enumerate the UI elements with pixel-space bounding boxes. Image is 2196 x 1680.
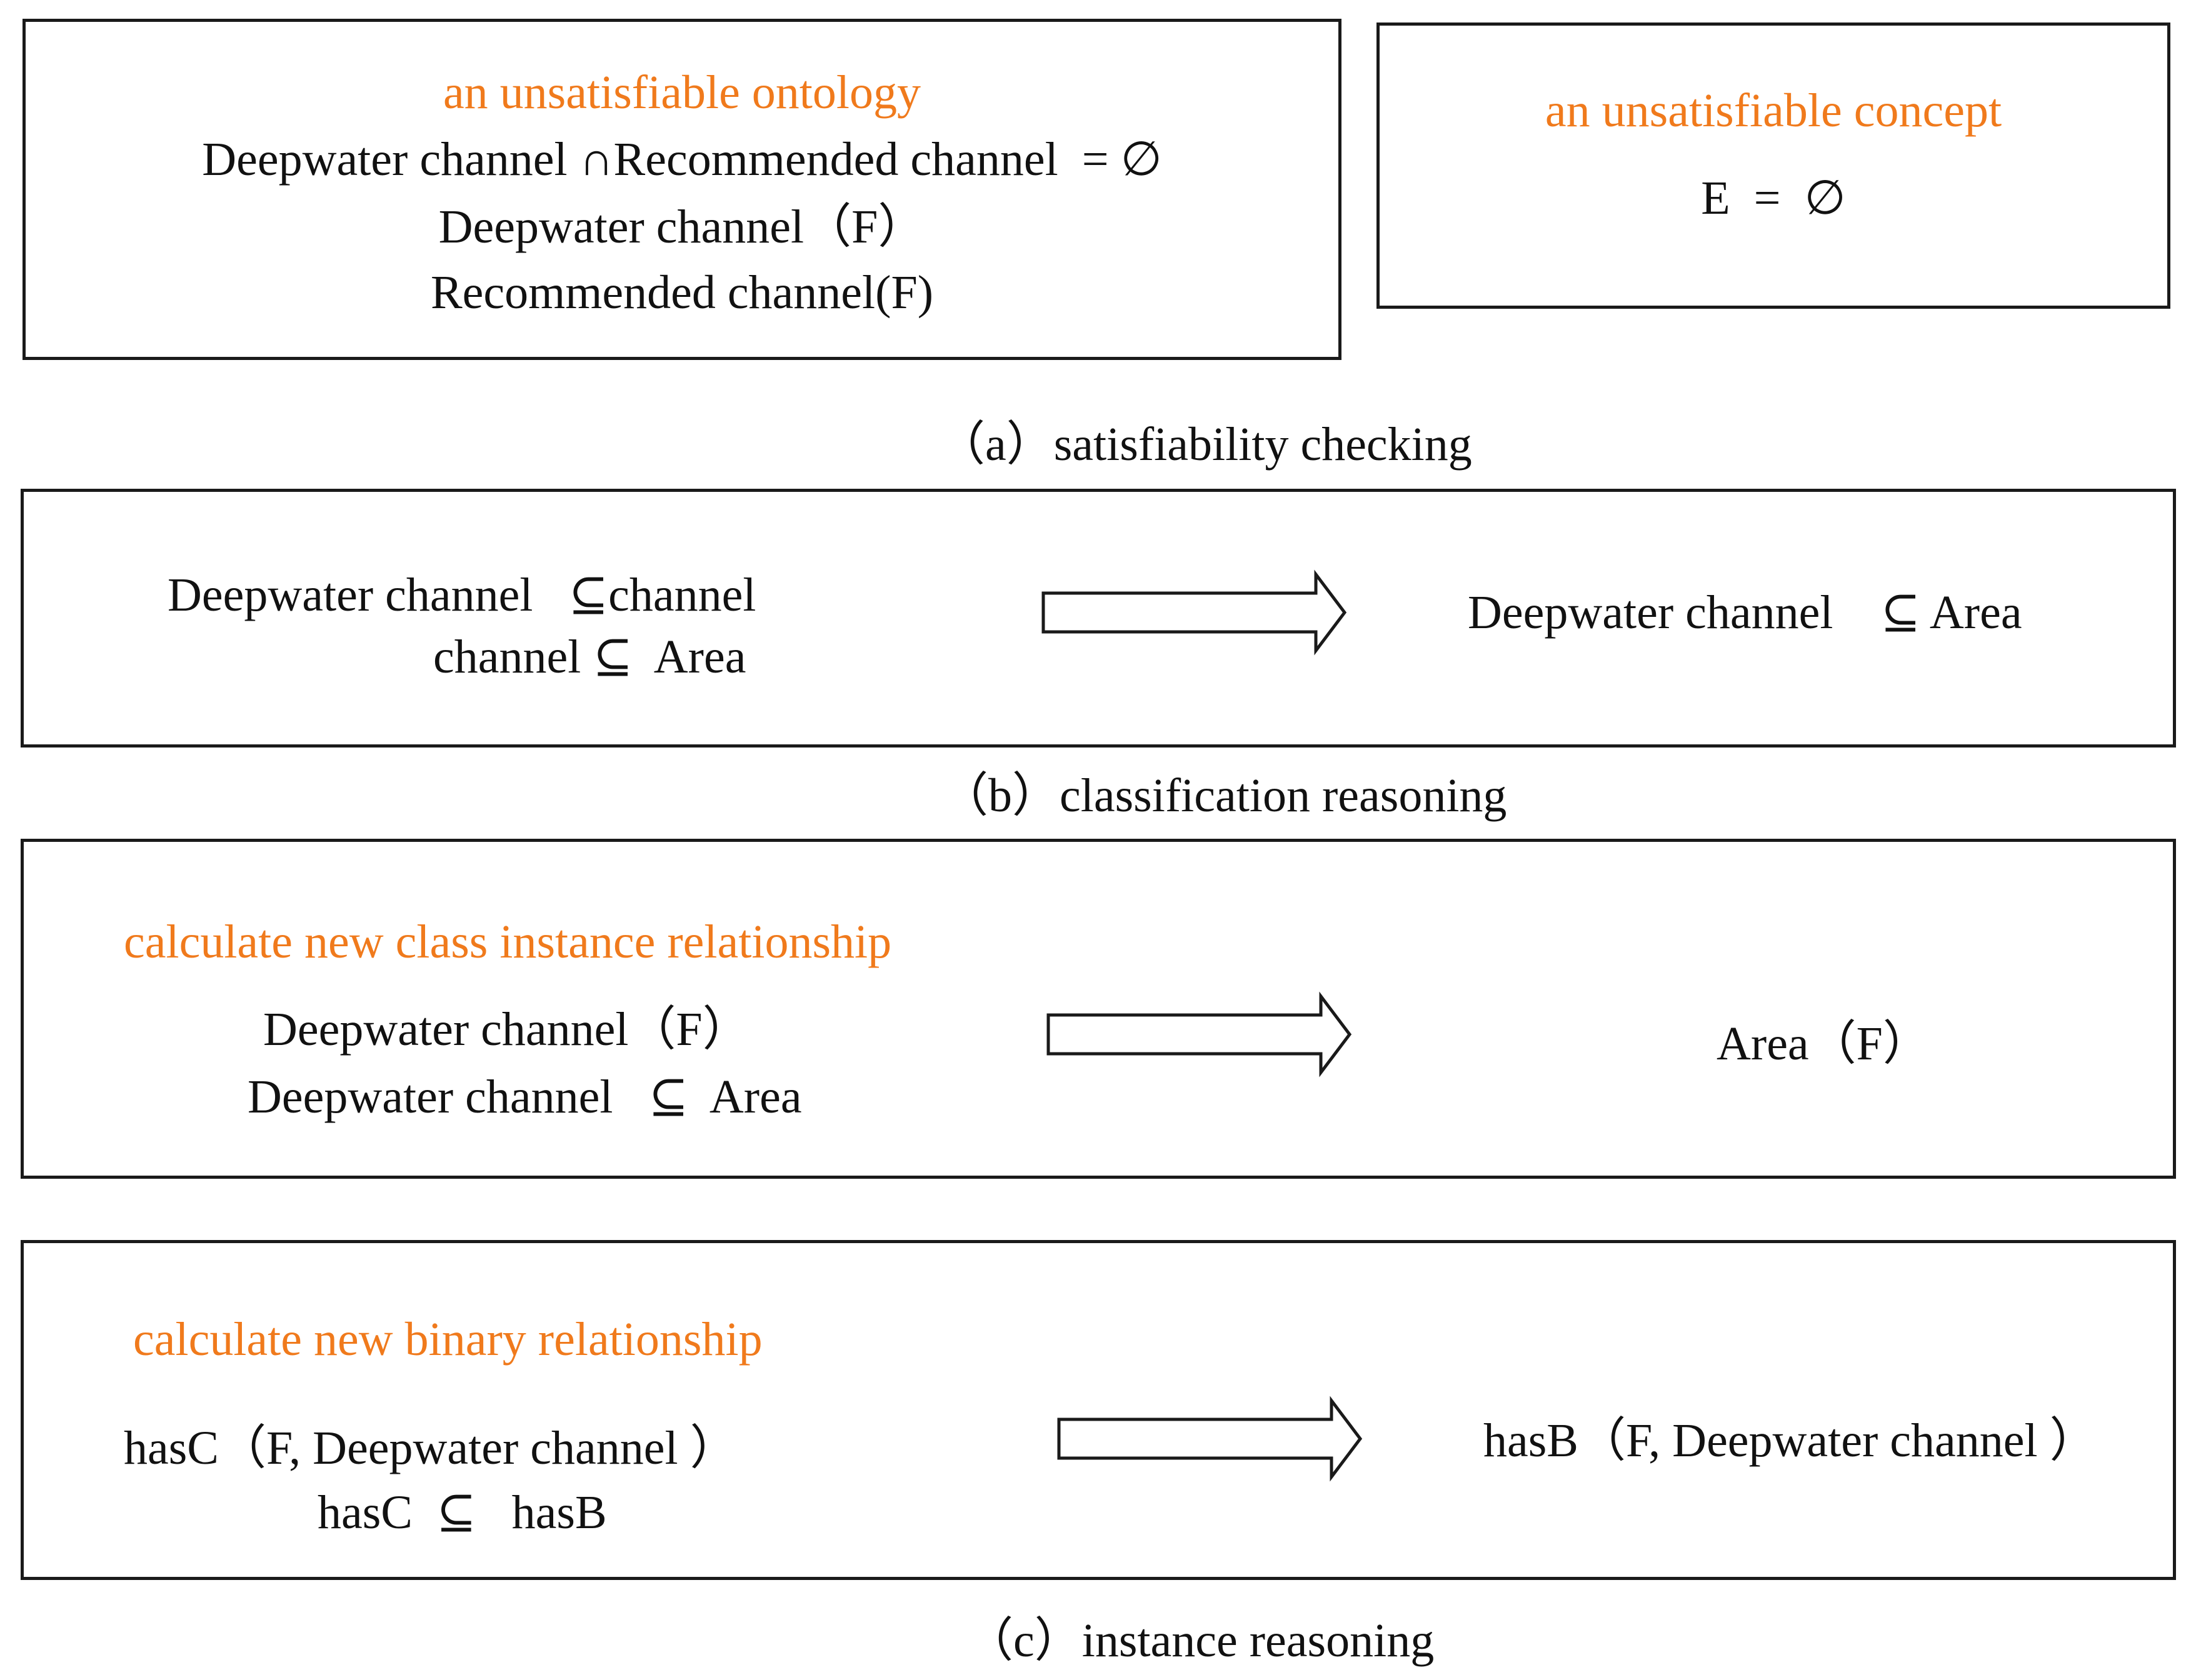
- ontology-line-3: Recommended channel(F): [430, 266, 934, 319]
- binary-relationship-title: calculate new binary relationship: [133, 1313, 763, 1366]
- class-instance-premise-2: Deepwater channel ⊆ Area: [248, 1071, 802, 1123]
- panel-classification-reasoning: Deepwater channel ⊆channel channel ⊆ Are…: [21, 489, 2176, 748]
- classification-conclusion: Deepwater channel ⊆ Area: [1468, 586, 2022, 639]
- ontology-line-1: Deepwater channel ∩Recommended channel =…: [202, 133, 1162, 186]
- ontology-line-2: Deepwater channel（F）: [438, 201, 926, 253]
- class-instance-title: calculate new class instance relationshi…: [124, 916, 892, 968]
- ontology-title: an unsatisfiable ontology: [443, 66, 921, 119]
- inference-arrow-icon: [1041, 569, 1347, 656]
- panel-class-instance-relationship: calculate new class instance relationshi…: [21, 839, 2176, 1179]
- inference-arrow-icon: [1057, 1396, 1363, 1482]
- classification-premise-1: Deepwater channel ⊆channel: [168, 569, 756, 621]
- class-instance-conclusion: Area（F）: [1717, 1018, 1930, 1070]
- caption-b: （b）classification reasoning: [941, 769, 1507, 822]
- class-instance-premise-1: Deepwater channel（F）: [263, 1003, 750, 1056]
- panel-unsatisfiable-concept: an unsatisfiable concept E = ∅: [1376, 22, 2170, 309]
- binary-premise-2: hasC ⊆ hasB: [318, 1486, 607, 1539]
- binary-premise-1: hasC（F, Deepwater channel ）: [124, 1422, 738, 1474]
- binary-conclusion: hasB（F, Deepwater channel ）: [1483, 1414, 2097, 1467]
- concept-title: an unsatisfiable concept: [1545, 84, 2002, 137]
- panel-binary-relationship: calculate new binary relationship hasC（F…: [21, 1240, 2176, 1580]
- classification-premise-2: channel ⊆ Area: [433, 631, 746, 683]
- caption-c: （c）instance reasoning: [966, 1614, 1435, 1667]
- inference-arrow-icon: [1046, 991, 1352, 1078]
- concept-line: E = ∅: [1701, 172, 1846, 224]
- caption-a: （a）satisfiability checking: [938, 418, 1472, 471]
- panel-unsatisfiable-ontology: an unsatisfiable ontology Deepwater chan…: [23, 19, 1341, 360]
